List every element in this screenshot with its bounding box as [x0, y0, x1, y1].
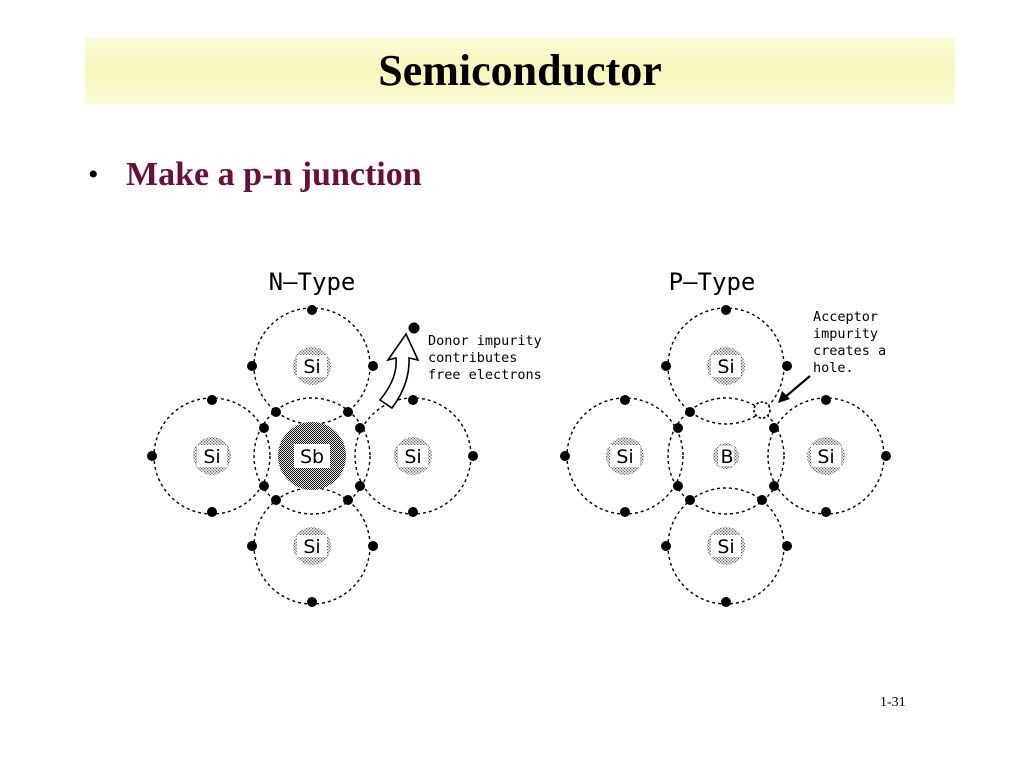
p-type-electrons — [560, 305, 891, 607]
p-type-note: Acceptor impurity creates a hole. — [813, 309, 894, 376]
title-band: Semiconductor — [85, 38, 955, 104]
n-type-heading: N–Type — [269, 268, 356, 296]
n-sb-label: Sb — [300, 446, 324, 468]
p-atom-label: Si — [817, 446, 834, 468]
free-electron — [408, 322, 420, 334]
p-atom-label: Si — [717, 356, 734, 378]
n-atom-label: Si — [404, 446, 421, 468]
n-type-diagram: N–Type Si Si Si Si Sb — [147, 268, 550, 607]
n-atom-label: Si — [203, 446, 220, 468]
n-atom-label: Si — [303, 356, 320, 378]
hole-icon — [753, 401, 771, 419]
n-type-electrons — [147, 305, 478, 607]
n-atom-label: Si — [303, 536, 320, 558]
donor-arrow-icon — [378, 332, 420, 410]
n-type-note: Donor impurity contributes free electron… — [428, 333, 550, 383]
acceptor-arrow-icon — [783, 375, 811, 399]
p-type-diagram: P–Type Si Si Si Si B — [560, 268, 894, 607]
p-type-heading: P–Type — [669, 268, 756, 296]
bullet-marker: • — [88, 158, 99, 191]
slide-title: Semiconductor — [378, 46, 662, 95]
bullet-text: Make a p-n junction — [126, 156, 422, 193]
p-atom-label: Si — [616, 446, 633, 468]
page-number: 1-31 — [880, 695, 906, 710]
p-atom-label: Si — [717, 536, 734, 558]
p-b-label: B — [720, 446, 733, 468]
